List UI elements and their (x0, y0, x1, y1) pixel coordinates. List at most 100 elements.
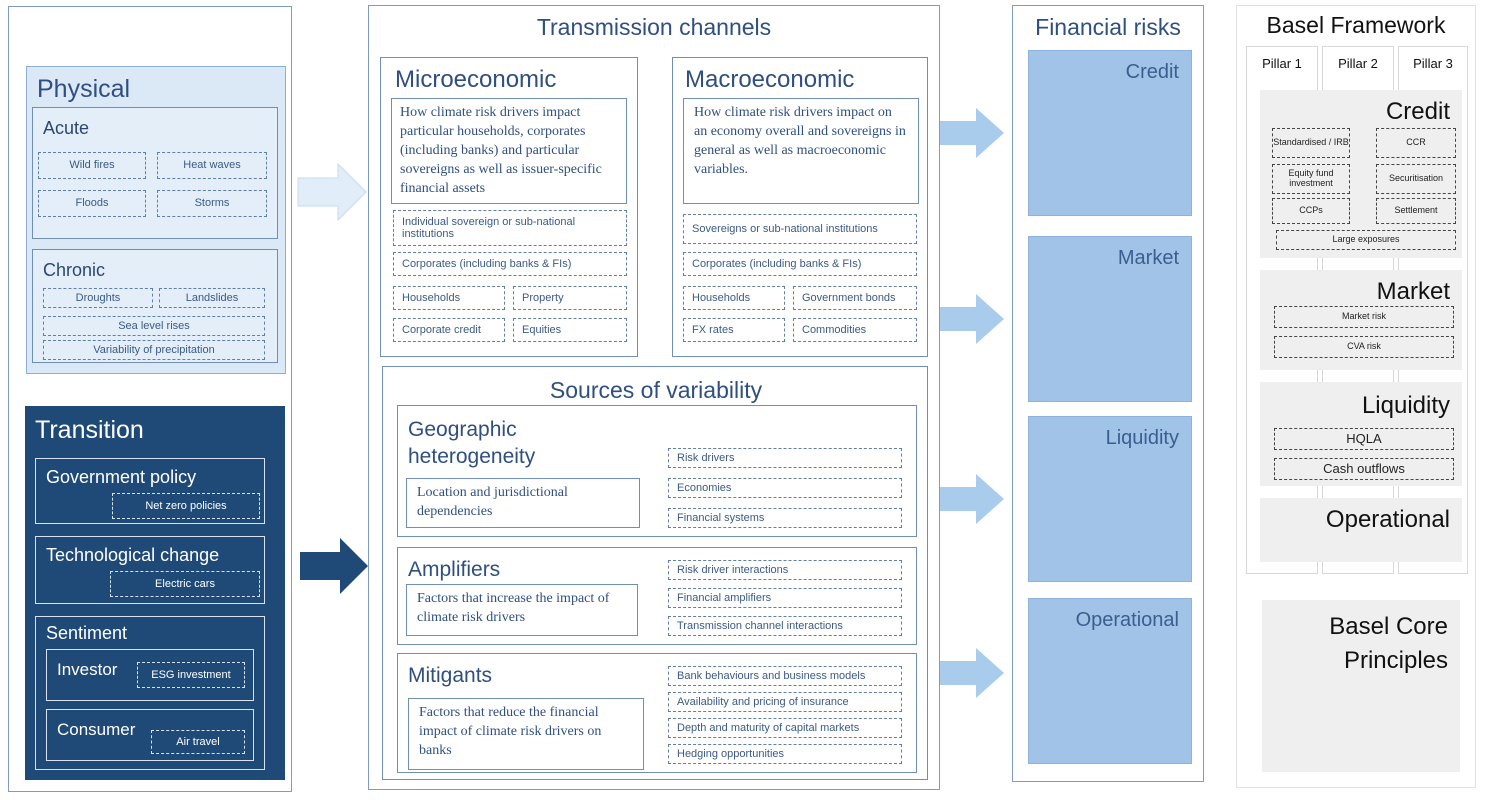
acute-item-wild-fires: Wild fires (38, 152, 146, 179)
transmission-title: Transmission channels (536, 14, 772, 40)
amplifiers-box: Amplifiers Factors that increase the imp… (397, 547, 917, 645)
sentiment-box: Sentiment Investor ESG investment Consum… (35, 616, 265, 770)
risk-operational-block: Operational (1028, 598, 1192, 764)
amplifiers-description: Factors that increase the impact of clim… (406, 584, 638, 636)
basel-core-principles-block: Basel Core Principles (1262, 600, 1460, 772)
macro-item-households: Households (683, 286, 785, 310)
mitigants-title: Mitigants (408, 664, 493, 687)
transition-panel: Transition Government policy Net zero po… (25, 406, 285, 780)
microeconomic-box: Microeconomic How climate risk drivers i… (380, 57, 638, 357)
basel-operational-block: Operational (1260, 498, 1462, 562)
basel-liquidity-block: Liquidity HQLA Cash outflows (1260, 382, 1462, 486)
acute-title: Acute (43, 118, 90, 138)
basel-panel (1236, 5, 1476, 788)
esg-investment-item: ESG investment (137, 662, 245, 688)
chronic-title: Chronic (43, 260, 106, 280)
acute-box: Acute Wild fires Heat waves Floods Storm… (32, 107, 278, 239)
macroeconomic-title: Macroeconomic (685, 66, 855, 93)
basel-item-ccr: CCR (1376, 128, 1456, 158)
amp-item-financial-amplifiers: Financial amplifiers (668, 588, 902, 608)
geo-item-risk-drivers: Risk drivers (668, 448, 902, 468)
risk-credit-label: Credit (1125, 61, 1179, 83)
basel-item-settlement: Settlement (1376, 198, 1456, 224)
air-travel-item: Air travel (151, 730, 245, 754)
consumer-box: Consumer Air travel (46, 709, 254, 761)
basel-operational-title: Operational (1325, 506, 1450, 533)
transition-arrow-icon (300, 538, 368, 594)
operational-arrow-icon (940, 648, 1004, 698)
basel-item-equity-fund: Equity fund investment (1272, 164, 1350, 194)
mit-item-capital-markets: Depth and maturity of capital markets (668, 718, 902, 738)
chronic-item-precipitation: Variability of precipitation (43, 340, 265, 360)
sources-of-variability-box: Sources of variability Geographic hetero… (382, 366, 928, 780)
macro-item-commodities: Commodities (793, 318, 917, 342)
basel-item-cash-outflows: Cash outflows (1274, 458, 1454, 480)
basel-title: Basel Framework (1266, 12, 1446, 38)
mit-item-insurance: Availability and pricing of insurance (668, 692, 902, 712)
mitigants-description: Factors that reduce the financial impact… (408, 698, 644, 770)
basel-item-hqla: HQLA (1274, 428, 1454, 450)
basel-market-title: Market (1376, 278, 1450, 305)
technological-change-title: Technological change (46, 545, 220, 565)
liquidity-arrow-icon (940, 474, 1004, 524)
geo-item-financial-systems: Financial systems (668, 508, 902, 528)
risk-credit-block: Credit (1028, 50, 1192, 216)
risk-market-block: Market (1028, 236, 1192, 402)
basel-credit-block: Credit Standardised / IRB CCR Equity fun… (1260, 90, 1462, 258)
amp-item-transmission-interactions: Transmission channel interactions (668, 616, 902, 636)
investor-title: Investor (57, 660, 118, 679)
geographic-heterogeneity-box: Geographic heterogeneity Location and ju… (397, 405, 917, 537)
microeconomic-title: Microeconomic (395, 66, 557, 93)
chronic-item-sea-level: Sea level rises (43, 316, 265, 336)
transition-title: Transition (35, 416, 144, 444)
pillar-3-label: Pillar 3 (1413, 56, 1453, 71)
macro-item-government-bonds: Government bonds (793, 286, 917, 310)
physical-title: Physical (37, 75, 131, 103)
basel-core-title: Basel Core Principles (1329, 613, 1448, 674)
pillar-1-label: Pillar 1 (1262, 56, 1302, 71)
basel-item-market-risk: Market risk (1274, 306, 1454, 328)
sentiment-title: Sentiment (46, 623, 128, 643)
financial-risks-title: Financial risks (1035, 14, 1181, 40)
geo-item-economies: Economies (668, 478, 902, 498)
micro-item-sovereign: Individual sovereign or sub-national ins… (393, 210, 627, 246)
basel-liquidity-title: Liquidity (1361, 392, 1450, 419)
basel-item-large-exposures: Large exposures (1276, 230, 1456, 250)
basel-item-cva-risk: CVA risk (1274, 336, 1454, 358)
basel-credit-title: Credit (1385, 98, 1450, 125)
basel-item-standardised: Standardised / IRB (1272, 128, 1350, 158)
micro-item-property: Property (513, 286, 627, 310)
government-policy-box: Government policy Net zero policies (35, 458, 265, 524)
basel-market-block: Market Market risk CVA risk (1260, 270, 1462, 370)
macroeconomic-box: Macroeconomic How climate risk drivers i… (672, 57, 928, 357)
risk-liquidity-label: Liquidity (1105, 427, 1179, 449)
mitigants-box: Mitigants Factors that reduce the financ… (397, 653, 917, 773)
micro-item-equities: Equities (513, 318, 627, 342)
pillar-2-label: Pillar 2 (1338, 56, 1378, 71)
chronic-item-landslides: Landslides (159, 288, 265, 308)
chronic-item-droughts: Droughts (43, 288, 153, 308)
geographic-title: Geographic heterogeneity (408, 418, 536, 469)
macro-item-corporates: Corporates (including banks & FIs) (683, 252, 917, 276)
basel-item-ccps: CCPs (1272, 198, 1350, 224)
risk-operational-label: Operational (1075, 609, 1179, 631)
microeconomic-description: How climate risk drivers impact particul… (391, 98, 627, 204)
mit-item-bank-behaviours: Bank behaviours and business models (668, 666, 902, 686)
government-policy-title: Government policy (46, 467, 197, 487)
credit-arrow-icon (940, 108, 1004, 158)
investor-box: Investor ESG investment (46, 649, 254, 701)
technological-change-box: Technological change Electric cars (35, 536, 265, 604)
acute-item-floods: Floods (38, 190, 146, 217)
mit-item-hedging: Hedging opportunities (668, 744, 902, 764)
physical-arrow-icon (297, 162, 367, 222)
risk-market-label: Market (1117, 247, 1179, 269)
macro-item-fx-rates: FX rates (683, 318, 785, 342)
micro-item-households: Households (393, 286, 505, 310)
physical-panel: Physical Acute Wild fires Heat waves Flo… (26, 66, 286, 374)
macroeconomic-description: How climate risk drivers impact on an ec… (683, 98, 919, 204)
chronic-box: Chronic Droughts Landslides Sea level ri… (32, 249, 278, 363)
acute-item-heat-waves: Heat waves (157, 152, 267, 179)
basel-item-securitisation: Securitisation (1376, 164, 1456, 194)
acute-item-storms: Storms (157, 190, 267, 217)
market-arrow-icon (940, 294, 1004, 344)
